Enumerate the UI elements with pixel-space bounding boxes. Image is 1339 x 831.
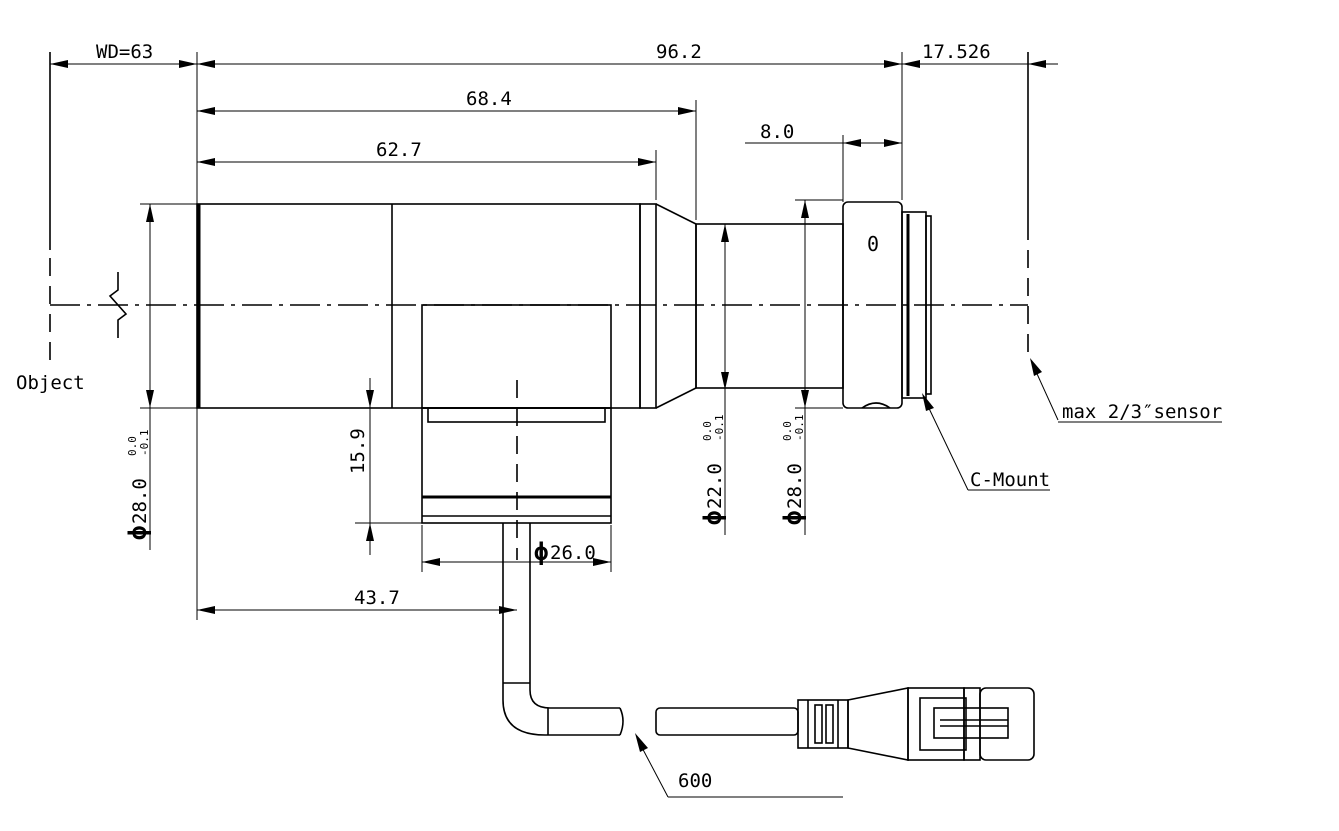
mount-diameter-label: 28.0 xyxy=(784,463,806,509)
wd-label: WD=63 xyxy=(96,41,153,63)
break-symbol xyxy=(108,272,128,338)
body-tol-upper: 0.0 xyxy=(126,436,139,456)
neck-diameter-symbol: ϕ xyxy=(699,511,727,525)
total-length-label: 96.2 xyxy=(656,41,702,63)
lens-body xyxy=(196,201,932,409)
mount-tol-upper: 0.0 xyxy=(781,421,794,441)
focus-mark: 0 xyxy=(867,232,879,256)
mount-label: C-Mount xyxy=(970,469,1050,491)
port-height-group: 15.9 xyxy=(347,428,369,474)
back-focus-label: 17.526 xyxy=(922,41,991,63)
mount-diameter-group: ϕ 28.0 0.0 -0.1 xyxy=(779,415,807,526)
port-offset-label: 43.7 xyxy=(354,587,400,609)
port-diameter-label: 26.0 xyxy=(550,542,596,564)
dimension-lines xyxy=(50,60,1058,614)
cable-length-label: 600 xyxy=(678,770,712,792)
connector xyxy=(797,687,1035,761)
length-62-label: 62.7 xyxy=(376,139,422,161)
body-diameter-symbol: ϕ xyxy=(124,526,152,540)
body-diameter-label: 28.0 xyxy=(129,478,151,524)
port-diameter-symbol: ϕ xyxy=(534,538,548,566)
length-68-label: 68.4 xyxy=(466,88,512,110)
body-diameter-group: ϕ 28.0 0.0 -0.1 xyxy=(124,430,152,541)
mount-length-label: 8.0 xyxy=(760,121,794,143)
leader-lines xyxy=(635,358,1222,798)
object-label: Object xyxy=(16,372,85,394)
mount-tol-lower: -0.1 xyxy=(793,415,806,442)
port-height-label: 15.9 xyxy=(347,428,369,474)
mount-diameter-symbol: ϕ xyxy=(779,511,807,525)
neck-diameter-label: 22.0 xyxy=(704,463,726,509)
sensor-label: max 2/3″sensor xyxy=(1062,401,1222,423)
neck-tol-lower: -0.1 xyxy=(713,415,726,442)
body-tol-lower: -0.1 xyxy=(138,430,151,457)
neck-tol-upper: 0.0 xyxy=(701,421,714,441)
cable xyxy=(502,523,799,736)
side-port xyxy=(421,304,612,560)
neck-diameter-group: ϕ 22.0 0.0 -0.1 xyxy=(699,415,727,526)
